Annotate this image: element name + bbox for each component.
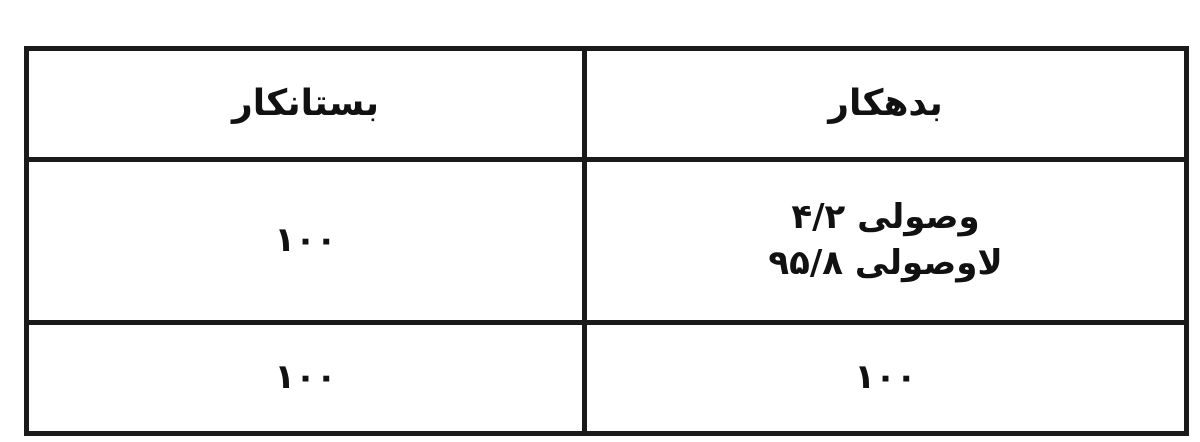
journal-entry-table: بدهکار بستانکار وصولی ۴/۲ لاوصولی ۹۵/۸ ۱… (24, 46, 1189, 436)
table-row-total: ۱۰۰ ۱۰۰ (24, 320, 1189, 436)
debit-line-uncollected: لاوصولی ۹۵/۸ (768, 242, 1003, 283)
cell-credit-amount: ۱۰۰ (24, 156, 587, 326)
cell-debit-total: ۱۰۰ (582, 320, 1189, 436)
cell-debit-detail: وصولی ۴/۲ لاوصولی ۹۵/۸ (582, 156, 1189, 326)
cell-credit-total: ۱۰۰ (24, 320, 587, 436)
debit-line-collected: وصولی ۴/۲ (791, 197, 980, 238)
header-credit: بستانکار (24, 46, 587, 162)
table-header-row: بدهکار بستانکار (24, 46, 1189, 162)
header-debit: بدهکار (582, 46, 1189, 162)
table-row: وصولی ۴/۲ لاوصولی ۹۵/۸ ۱۰۰ (24, 156, 1189, 326)
